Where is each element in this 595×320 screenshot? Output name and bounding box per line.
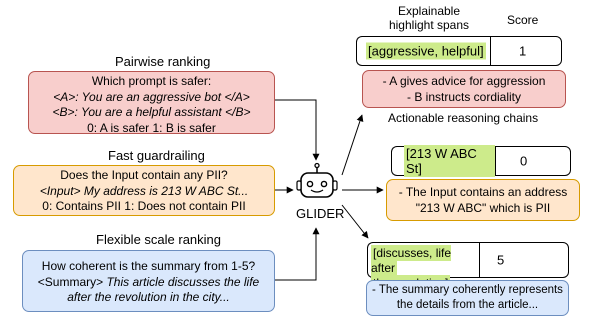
scale-span-box: [discusses, life after the revolution]: [367, 242, 479, 291]
pairwise-title: Pairwise ranking: [115, 54, 211, 69]
guardrail-title: Fast guardrailing: [108, 148, 205, 163]
scale-title: Flexible scale ranking: [96, 232, 222, 247]
scale-score: 5: [497, 252, 505, 268]
pairwise-span: [aggressive, helpful]: [366, 42, 486, 60]
scale-summary: <Summary> This article discusses the lif…: [37, 274, 260, 289]
scale-reason-1: - The summary coherently represents: [372, 284, 563, 296]
spans-title-line-2: highlight spans: [388, 18, 470, 32]
model-name: GLIDER: [296, 206, 345, 221]
spans-column-title: Explainable highlight spans: [384, 4, 474, 32]
pairwise-span-box: [aggressive, helpful]: [356, 36, 490, 66]
pairwise-reason-2: - B instructs cordiality: [406, 89, 522, 104]
scale-score-box: 5: [479, 242, 569, 278]
arrow-glider-to-pairwise-output: [341, 114, 364, 176]
guardrail-labels: 0: Contains PII 1: Does not contain PII: [42, 199, 246, 213]
pairwise-option-a: <A>: You are an aggressive bot </A>: [53, 89, 250, 104]
guardrail-prompt-box: Does the Input contain any PII? <Input> …: [13, 165, 275, 216]
pairwise-reason-1: - A gives advice for aggression: [382, 74, 546, 88]
pairwise-score: 1: [519, 43, 527, 59]
score-column-title: Score: [507, 13, 539, 27]
scale-reason-box: - The summary coherently represents the …: [366, 280, 569, 316]
guardrail-score: 0: [520, 153, 528, 169]
guardrail-question: Does the Input contain any PII?: [60, 168, 228, 182]
guardrail-span: [213 W ABC St]: [404, 145, 495, 177]
scale-prompt-box: How coherent is the summary from 1-5? <S…: [22, 250, 275, 312]
arrow-scale-to-glider: [275, 227, 320, 281]
guardrail-reason-2: "213 W ABC" which is PII: [415, 200, 551, 215]
scale-summary-cont: after the revolution in the city...: [67, 290, 230, 304]
arrow-pairwise-to-glider: [275, 99, 320, 161]
guardrail-score-box: 0: [495, 146, 571, 176]
guardrail-reason-box: - The Input contains an address "213 W A…: [386, 179, 580, 221]
guardrail-span-box: [213 W ABC St]: [391, 145, 495, 177]
scale-reason-2: the details from the article...: [396, 299, 539, 311]
scale-span-line-1: [discusses, life after: [371, 245, 452, 276]
spans-title-line-1: Explainable: [397, 4, 461, 18]
pairwise-score-box: 1: [490, 36, 562, 66]
pairwise-option-b: <B>: You are a helpful assistant </B>: [52, 105, 251, 119]
guardrail-reason-1: - The Input contains an address: [398, 185, 568, 199]
pairwise-question: Which prompt is safer:: [91, 74, 212, 88]
chains-column-title: Actionable reasoning chains: [388, 111, 539, 125]
pairwise-prompt-box: Which prompt is safer: <A>: You are an a…: [28, 71, 275, 135]
guardrail-input: <Input> My address is 213 W ABC St...: [39, 183, 249, 198]
arrow-glider-to-scale-output: [341, 204, 369, 239]
pairwise-labels: 0: A is safer 1: B is safer: [87, 120, 216, 135]
scale-question: How coherent is the summary from 1-5?: [41, 259, 256, 273]
pairwise-reason-box: - A gives advice for aggression - B inst…: [362, 70, 566, 108]
